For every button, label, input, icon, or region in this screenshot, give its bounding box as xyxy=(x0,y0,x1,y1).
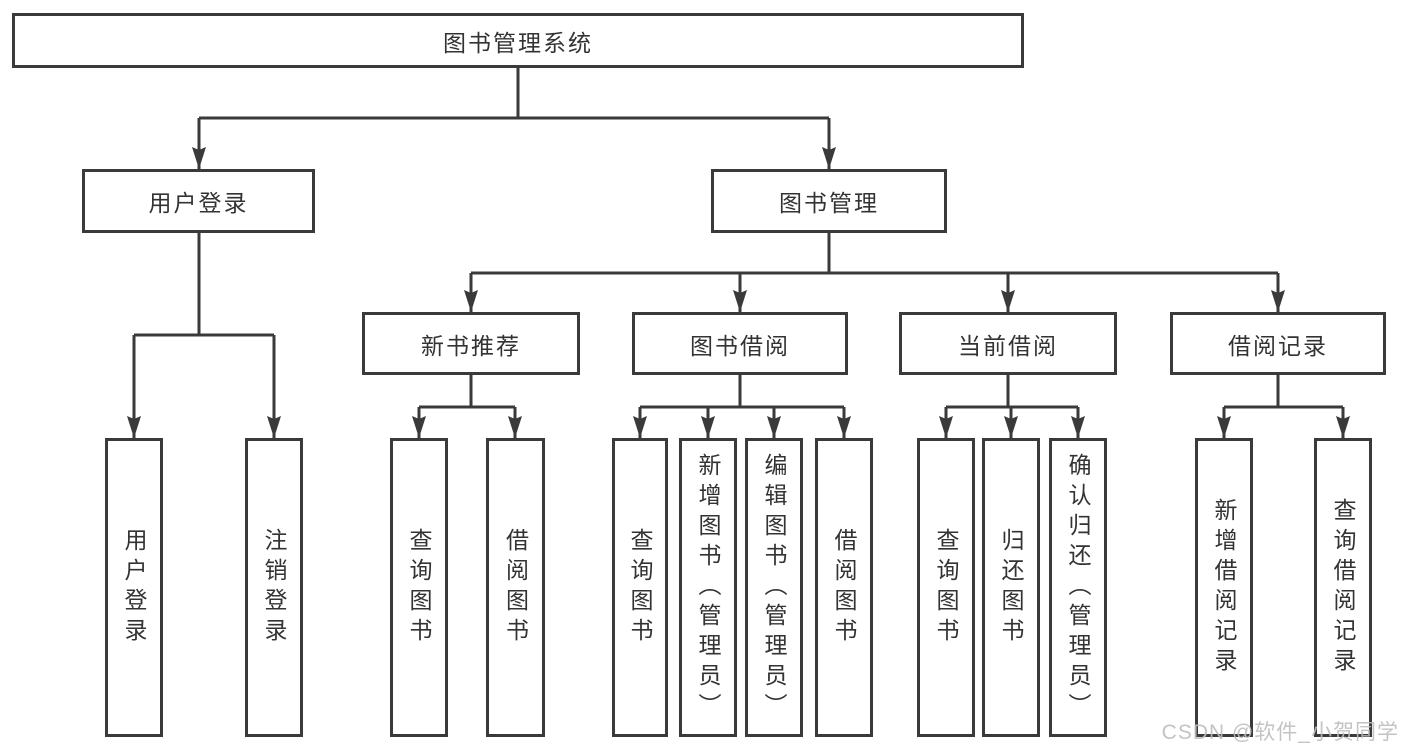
edges-book-management-to-level3 xyxy=(464,233,1285,312)
node-book-management: 图书管理 xyxy=(711,169,947,233)
node-label: 查询图书 xyxy=(933,527,959,648)
edges-root-to-level2 xyxy=(192,68,836,169)
node-user-login: 用户登录 xyxy=(82,169,315,233)
leaf-borrow-books-1: 借阅图书 xyxy=(486,438,545,737)
node-label: 借阅记录 xyxy=(1228,332,1328,359)
edges-user-login-to-leaves xyxy=(127,233,281,438)
node-book-borrow: 图书借阅 xyxy=(632,312,848,375)
leaf-query-borrow-record: 查询借阅记录 xyxy=(1314,438,1372,737)
leaf-query-books-2: 查询图书 xyxy=(612,438,668,737)
node-label: 新增图书（管理员） xyxy=(695,452,721,723)
leaf-query-books-3: 查询图书 xyxy=(917,438,975,737)
node-label: 确认归还（管理员） xyxy=(1065,452,1091,723)
node-label: 注销登录 xyxy=(261,527,287,648)
watermark: CSDN @软件_小贺同学 xyxy=(1161,721,1399,744)
node-label: 当前借阅 xyxy=(958,332,1058,359)
node-label: 查询图书 xyxy=(406,527,432,648)
node-label: 图书管理 xyxy=(779,190,879,216)
leaf-borrow-books-2: 借阅图书 xyxy=(815,438,873,737)
edges-borrow-records-to-leaves xyxy=(1217,375,1350,438)
node-label: 新书推荐 xyxy=(421,332,521,359)
leaf-user-login: 用户登录 xyxy=(105,438,163,737)
node-label: 借阅图书 xyxy=(502,527,529,648)
node-label: 新增借阅记录 xyxy=(1211,497,1237,678)
leaf-edit-book-admin: 编辑图书（管理员） xyxy=(745,438,803,737)
edges-book-borrow-to-leaves xyxy=(633,375,851,438)
edges-new-book-recommend-to-leaves xyxy=(412,375,522,438)
node-label: 图书借阅 xyxy=(690,332,790,359)
node-label: 查询图书 xyxy=(627,527,653,648)
leaf-add-borrow-record: 新增借阅记录 xyxy=(1195,438,1253,737)
leaf-query-books-1: 查询图书 xyxy=(390,438,448,737)
node-label: 用户登录 xyxy=(148,190,249,216)
edges-current-borrow-to-leaves xyxy=(939,375,1085,438)
node-borrow-records: 借阅记录 xyxy=(1170,312,1386,375)
leaf-confirm-return-admin: 确认归还（管理员） xyxy=(1049,438,1107,737)
leaf-logout: 注销登录 xyxy=(245,438,303,737)
node-current-borrow: 当前借阅 xyxy=(899,312,1117,375)
node-label: 借阅图书 xyxy=(831,527,857,648)
node-label: 查询借阅记录 xyxy=(1330,497,1356,678)
leaf-add-book-admin: 新增图书（管理员） xyxy=(679,438,737,737)
node-label: 编辑图书（管理员） xyxy=(761,452,787,723)
node-new-book-recommend: 新书推荐 xyxy=(362,312,580,375)
node-label: 归还图书 xyxy=(998,527,1024,648)
node-label: 用户登录 xyxy=(121,527,147,648)
leaf-return-books: 归还图书 xyxy=(982,438,1040,737)
node-label: 图书管理系统 xyxy=(443,29,593,56)
node-library-management-system: 图书管理系统 xyxy=(12,13,1024,68)
